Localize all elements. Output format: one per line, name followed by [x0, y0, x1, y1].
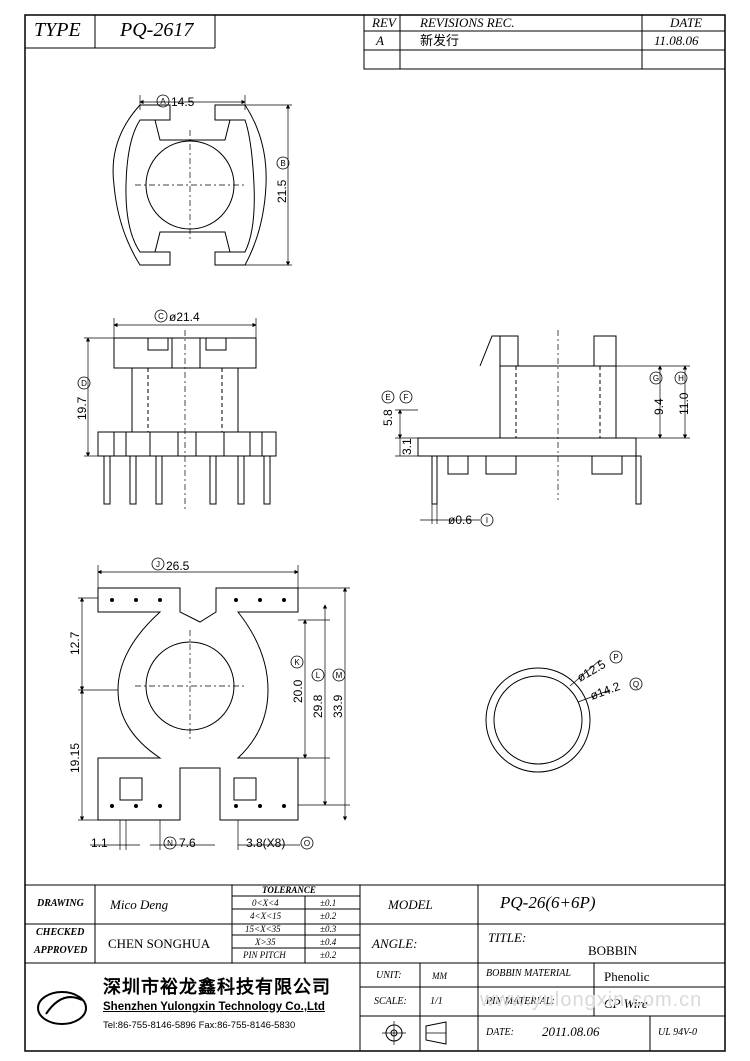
type-label: TYPE	[34, 19, 81, 41]
pin-material-value: CP Wire	[604, 996, 648, 1011]
dim-c-value: ø21.4	[169, 310, 200, 324]
tolerance-range-1: 0<X<4	[252, 898, 279, 908]
tolerance-range-5: PIN PITCH	[243, 950, 286, 960]
letter-f: F	[404, 393, 409, 402]
dim-h-value: 11.0	[677, 392, 691, 415]
letter-m: M	[336, 671, 343, 680]
scale-label: SCALE:	[374, 996, 407, 1007]
rev-value: A	[376, 33, 384, 48]
tolerance-value-4: ±0.4	[320, 937, 337, 947]
letter-i: I	[486, 516, 488, 525]
drawing-value: Mico Deng	[110, 897, 169, 912]
part-number: PQ-2617	[120, 19, 194, 41]
tolerance-range-2: 4<X<15	[250, 911, 282, 921]
tolerance-value-1: ±0.1	[320, 898, 337, 908]
dim-g-value: 9.4	[652, 398, 666, 415]
ul-rating: UL 94V-0	[658, 1027, 697, 1038]
tolerance-range-4: X>35	[255, 937, 276, 947]
tolerance-range-3: 15<X<35	[245, 924, 281, 934]
dim-i-value: ø0.6	[448, 513, 472, 527]
dim-f2-value: 3.1	[400, 438, 414, 455]
dim-left-top-value: 12.7	[68, 631, 82, 655]
dim-bottom-small-value: 1.1	[91, 836, 108, 850]
dim-l-value: 29.8	[311, 694, 325, 718]
circled-letters	[77, 94, 688, 850]
dim-k-value: 20.0	[291, 679, 305, 703]
letter-b: B	[280, 159, 285, 168]
tolerance-label: TOLERANCE	[262, 885, 316, 895]
dim-n-value: 7.6	[179, 836, 196, 850]
title-label: TITLE:	[488, 930, 527, 945]
drawing-label: DRAWING	[37, 898, 84, 909]
company-contact: Tel:86-755-8146-5896 Fax:86-755-8146-583…	[103, 1020, 296, 1031]
letter-p: P	[613, 653, 618, 662]
company-name-cn: 深圳市裕龙鑫科技有限公司	[103, 977, 331, 997]
revision-date: 11.08.06	[654, 33, 699, 48]
top-view	[112, 95, 292, 266]
sheet-border	[24, 14, 726, 1052]
dim-e-value: 5.8	[381, 409, 395, 426]
letter-l: L	[316, 671, 321, 680]
side-view	[395, 330, 690, 524]
unit-label: UNIT:	[376, 970, 402, 981]
dim-m-value: 33.9	[331, 694, 345, 718]
dim-left-bottom-value: 19.15	[68, 743, 82, 773]
letter-o: O	[304, 839, 310, 848]
letter-j: J	[156, 560, 160, 569]
bobbin-material-value: Phenolic	[604, 969, 650, 984]
rev-label: REV	[372, 15, 396, 30]
letter-g: G	[653, 374, 659, 383]
dim-p-value: ø12.5	[575, 657, 609, 685]
tolerance-value-5: ±0.2	[320, 950, 337, 960]
scale-value: 1/1	[430, 996, 443, 1007]
bottom-view	[78, 565, 350, 850]
revisions-label: REVISIONS REC.	[420, 15, 515, 30]
dim-q-value: ø14.2	[588, 679, 622, 703]
date-label: DATE	[670, 15, 703, 30]
letter-e: E	[385, 393, 390, 402]
front-view	[84, 318, 277, 512]
date-label-footer: DATE:	[486, 1027, 514, 1038]
unit-value: MM	[432, 971, 447, 981]
projection-cone-icon	[425, 1021, 447, 1045]
core-tube-view	[485, 659, 611, 773]
letter-k: K	[294, 658, 300, 667]
pin-dots	[110, 598, 286, 808]
letter-c: C	[158, 312, 164, 321]
model-value: PQ-26(6+6P)	[500, 893, 596, 912]
tolerance-value-2: ±0.2	[320, 911, 337, 921]
bobbin-material-label: BOBBIN MATERIAL	[486, 968, 571, 979]
dim-d-value: 19.7	[75, 396, 89, 420]
revision-text: 新发行	[420, 33, 460, 48]
dim-a-value: 14.5	[171, 95, 195, 109]
title-value: BOBBIN	[588, 943, 638, 958]
checked-label: CHECKED	[36, 927, 85, 938]
approved-label: APPROVED	[34, 945, 88, 956]
letter-d: D	[81, 379, 87, 388]
dim-o-value: 3.8(X8)	[246, 836, 285, 850]
tolerance-value-3: ±0.3	[320, 924, 337, 934]
dim-j-value: 26.5	[166, 559, 190, 573]
letter-q: Q	[633, 680, 639, 689]
company-name-en: Shenzhen Yulongxin Technology Co.,Ltd	[103, 1001, 325, 1013]
approved-value: CHEN SONGHUA	[108, 936, 211, 951]
model-label: MODEL	[388, 897, 433, 912]
letter-n: N	[167, 839, 173, 848]
title-block-lines	[25, 884, 725, 1051]
company-logo-icon	[37, 991, 87, 1025]
dim-b-value: 21.5	[275, 179, 289, 203]
date-value-footer: 2011.08.06	[542, 1024, 600, 1039]
angle-label: ANGLE:	[372, 936, 418, 951]
pin-material-label: PIN MATERIAL:	[486, 996, 555, 1007]
watermark: www.yulongxin.com.cn	[480, 989, 703, 1011]
letter-h: H	[678, 374, 684, 383]
letter-a: A	[160, 97, 166, 106]
